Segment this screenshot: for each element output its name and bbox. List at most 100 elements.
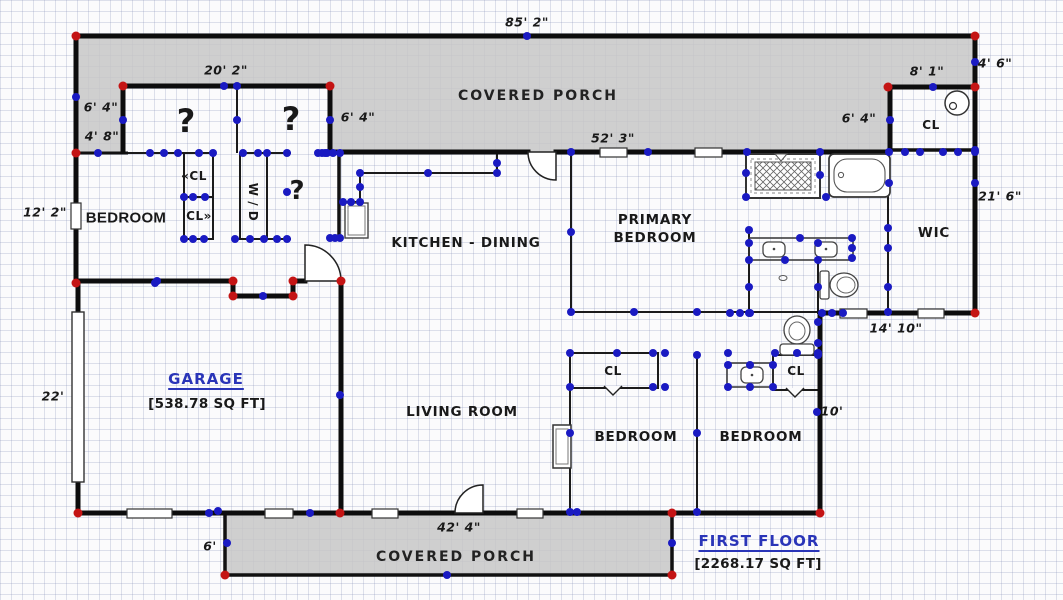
vertex-dot[interactable]: [742, 169, 750, 177]
vertex-dot[interactable]: [214, 507, 222, 515]
vertex-dot[interactable]: [745, 226, 753, 234]
vertex-dot[interactable]: [839, 309, 847, 317]
vertex-dot[interactable]: [668, 539, 676, 547]
vertex-dot[interactable]: [745, 256, 753, 264]
vertex-dot[interactable]: [724, 361, 732, 369]
vertex-dot[interactable]: [228, 276, 238, 286]
vertex-dot[interactable]: [883, 82, 893, 92]
vertex-dot[interactable]: [848, 244, 856, 252]
vertex-dot[interactable]: [329, 149, 337, 157]
vertex-dot[interactable]: [939, 148, 947, 156]
vertex-dot[interactable]: [885, 179, 893, 187]
window[interactable]: [371, 508, 399, 519]
vertex-dot[interactable]: [971, 146, 979, 154]
vertex-dot[interactable]: [884, 224, 892, 232]
vertex-dot[interactable]: [180, 193, 188, 201]
vertex-dot[interactable]: [661, 383, 669, 391]
vertex-dot[interactable]: [745, 283, 753, 291]
vertex-dot[interactable]: [816, 148, 824, 156]
vertex-dot[interactable]: [724, 383, 732, 391]
vertex-dot[interactable]: [742, 193, 750, 201]
vertex-dot[interactable]: [828, 309, 836, 317]
vertex-dot[interactable]: [443, 571, 451, 579]
vertex-dot[interactable]: [566, 349, 574, 357]
vertex-dot[interactable]: [72, 93, 80, 101]
vertex-dot[interactable]: [769, 361, 777, 369]
vertex-dot[interactable]: [246, 235, 254, 243]
vertex-dot[interactable]: [567, 308, 575, 316]
vertex-dot[interactable]: [769, 383, 777, 391]
vertex-dot[interactable]: [239, 149, 247, 157]
vertex-dot[interactable]: [323, 149, 331, 157]
vertex-dot[interactable]: [180, 235, 188, 243]
vertex-dot[interactable]: [523, 32, 531, 40]
window[interactable]: [264, 508, 294, 519]
vertex-dot[interactable]: [814, 239, 822, 247]
vertex-dot[interactable]: [326, 116, 334, 124]
vertex-dot[interactable]: [567, 228, 575, 236]
vertex-dot[interactable]: [94, 149, 102, 157]
vertex-dot[interactable]: [283, 149, 291, 157]
window[interactable]: [694, 147, 723, 158]
window[interactable]: [70, 202, 82, 230]
vertex-dot[interactable]: [644, 148, 652, 156]
vertex-dot[interactable]: [306, 509, 314, 517]
vertex-dot[interactable]: [71, 148, 81, 158]
vertex-dot[interactable]: [693, 429, 701, 437]
vertex-dot[interactable]: [263, 149, 271, 157]
vertex-dot[interactable]: [356, 169, 364, 177]
vertex-dot[interactable]: [71, 31, 81, 41]
vertex-dot[interactable]: [743, 148, 751, 156]
vertex-dot[interactable]: [746, 309, 754, 317]
doors[interactable]: [304, 151, 557, 514]
vertex-dot[interactable]: [796, 234, 804, 242]
vertex-dot[interactable]: [661, 349, 669, 357]
vertex-dot[interactable]: [822, 193, 830, 201]
vertex-dot[interactable]: [884, 244, 892, 252]
vertex-dot[interactable]: [174, 149, 182, 157]
vertex-dot[interactable]: [745, 239, 753, 247]
vertex-dot[interactable]: [335, 508, 345, 518]
vertex-dot[interactable]: [746, 383, 754, 391]
vertex-dot[interactable]: [119, 116, 127, 124]
vertex-dot[interactable]: [233, 82, 241, 90]
vertex-dot[interactable]: [220, 82, 228, 90]
vertex-dot[interactable]: [929, 83, 937, 91]
vertex-dot[interactable]: [566, 383, 574, 391]
vertex-dot[interactable]: [884, 308, 892, 316]
vertex-dot[interactable]: [970, 82, 980, 92]
vertex-dot[interactable]: [954, 148, 962, 156]
windows[interactable]: [70, 147, 945, 519]
vertex-dot[interactable]: [814, 318, 822, 326]
vertex-dot[interactable]: [693, 351, 701, 359]
vertex-dot[interactable]: [189, 193, 197, 201]
vertex-dot[interactable]: [336, 149, 344, 157]
vertex-dot[interactable]: [223, 539, 231, 547]
vertex-dot[interactable]: [901, 148, 909, 156]
vertex-dot[interactable]: [630, 308, 638, 316]
vertex-dot[interactable]: [288, 291, 298, 301]
vertex-dot[interactable]: [233, 116, 241, 124]
vertex-dot[interactable]: [815, 508, 825, 518]
vertex-dot[interactable]: [693, 508, 701, 516]
vertex-dot[interactable]: [151, 279, 159, 287]
vertex-dot[interactable]: [71, 278, 81, 288]
vertex-dot[interactable]: [970, 31, 980, 41]
fixtures[interactable]: [344, 90, 970, 469]
vertex-dot[interactable]: [336, 276, 346, 286]
vertex-dot[interactable]: [649, 383, 657, 391]
vertex-dot[interactable]: [848, 234, 856, 242]
vertex-dot[interactable]: [813, 408, 821, 416]
vertex-dot[interactable]: [336, 234, 344, 242]
vertex-dot[interactable]: [220, 570, 230, 580]
vertex-dot[interactable]: [195, 149, 203, 157]
window[interactable]: [917, 308, 945, 319]
vertex-dot[interactable]: [356, 198, 364, 206]
vertex-dot[interactable]: [254, 149, 262, 157]
vertex-dot[interactable]: [566, 429, 574, 437]
vertex-dot[interactable]: [693, 308, 701, 316]
vertex-dot[interactable]: [818, 309, 826, 317]
vertex-dot[interactable]: [814, 256, 822, 264]
vertex-dot[interactable]: [814, 351, 822, 359]
vertex-dot[interactable]: [746, 361, 754, 369]
